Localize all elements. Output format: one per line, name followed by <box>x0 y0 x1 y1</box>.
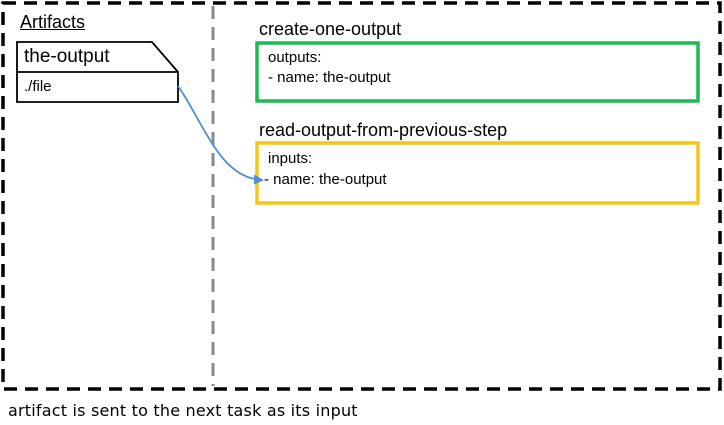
outer-dashed-frame <box>1 1 722 391</box>
artifacts-heading: Artifacts <box>20 12 86 32</box>
artifact-flow-arrow <box>177 85 264 185</box>
artifact-path-label: ./file <box>24 78 52 95</box>
step-read-output-box <box>255 141 700 205</box>
step-create-one-output-box <box>255 41 700 103</box>
step-create-one-output-title: create-one-output <box>259 19 402 39</box>
step-read-output-title: read-output-from-previous-step <box>259 120 508 140</box>
diagram-caption: artifact is sent to the next task as its… <box>8 401 358 420</box>
step-read-output-line: inputs: <box>268 150 313 167</box>
step-read-output-line: - name: the-output <box>264 171 387 188</box>
artifact-name-label: the-output <box>24 46 110 67</box>
step-create-one-output-line: - name: the-output <box>268 69 391 86</box>
step-create-one-output-line: outputs: <box>268 49 322 66</box>
